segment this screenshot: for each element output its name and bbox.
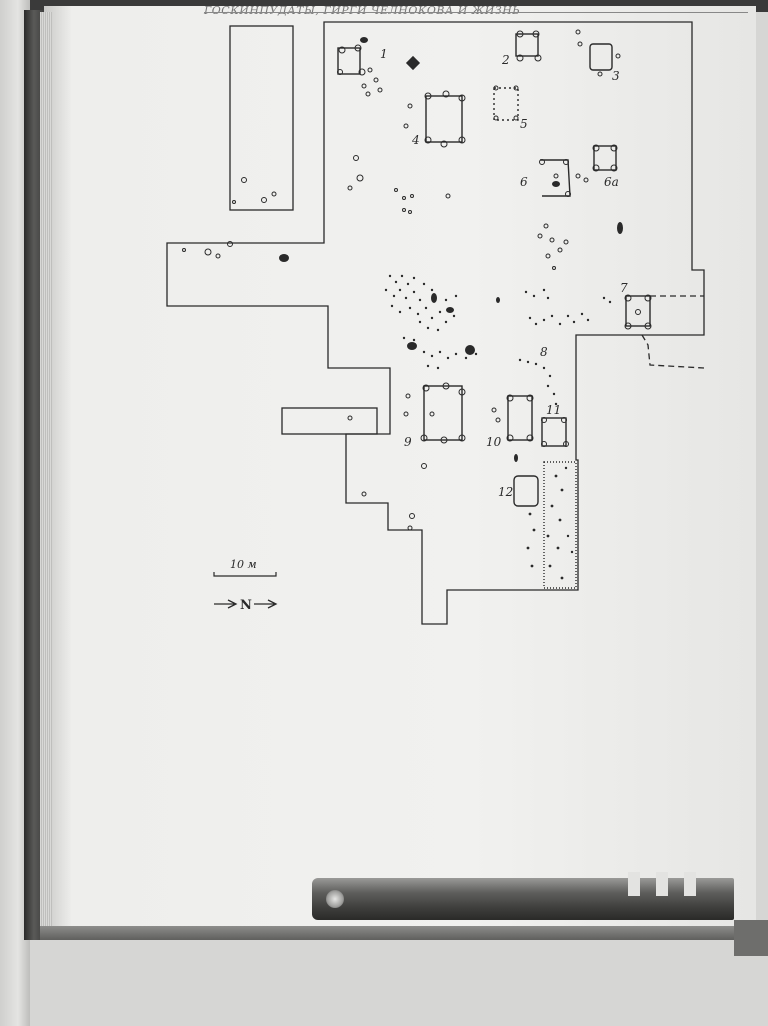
trench-outline-side (282, 408, 377, 434)
feature-outline-9 (424, 386, 462, 440)
dark-pits (279, 37, 623, 462)
scale-bar: 10 м (214, 558, 276, 576)
feature-outline-5 (494, 88, 518, 120)
ruler-hole (326, 890, 344, 908)
feature-label-6a: 6a (604, 175, 619, 189)
trench-outline-small (230, 26, 293, 210)
feature-outline-12 (514, 476, 538, 506)
north-arrow-label: N (240, 598, 252, 613)
feature-label-6: 6 (520, 175, 528, 189)
feature-label-1: 1 (380, 47, 388, 61)
feature-label-5: 5 (520, 117, 528, 131)
feature-label-12: 12 (498, 485, 513, 499)
feature-outline-4 (426, 96, 462, 142)
dashed-boundary (642, 335, 704, 368)
feature-outline-10 (508, 396, 532, 440)
feature-label-3: 3 (612, 69, 620, 83)
feature-label-8: 8 (540, 345, 548, 359)
feature-label-4: 4 (411, 133, 420, 147)
metal-ruler (312, 870, 738, 928)
feature-outline-3 (590, 44, 612, 70)
feature-outline-6a (594, 146, 616, 170)
excavation-boundary (167, 22, 704, 624)
feature-label-7: 7 (620, 281, 628, 295)
feature-label-2: 2 (501, 53, 510, 67)
feature-label-10: 10 (486, 435, 502, 449)
feature-label-11: 11 (546, 403, 561, 417)
feature-outline-12-annex (544, 462, 576, 588)
ruler-shadow (734, 920, 768, 956)
feature-label-9: 9 (404, 435, 412, 449)
scale-bar-label: 10 м (230, 558, 257, 571)
post-holes (183, 30, 652, 530)
north-arrow: N (214, 598, 276, 613)
artifact-scatter (385, 275, 611, 580)
